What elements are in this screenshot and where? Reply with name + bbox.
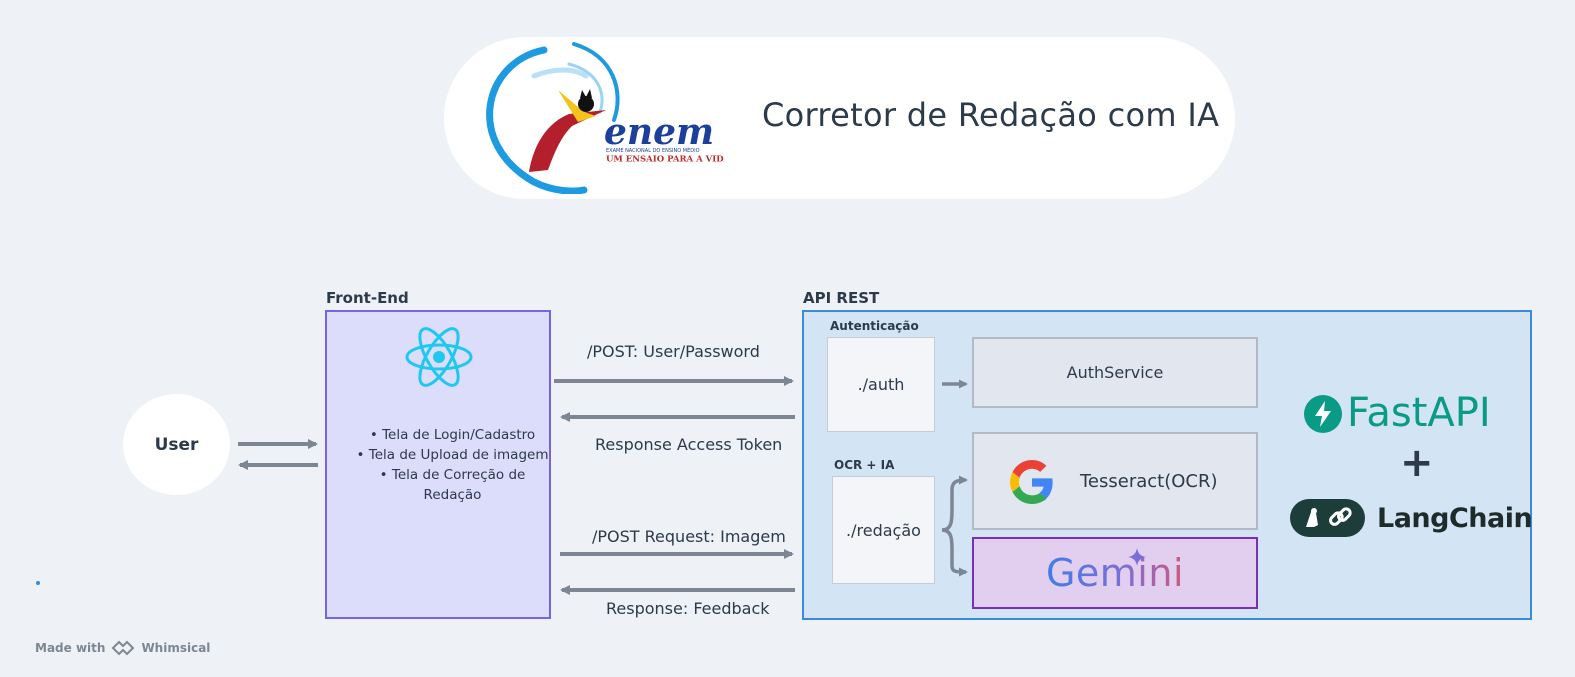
ocr-section-label: OCR + IA — [834, 458, 895, 472]
auth-endpoint-node: ./auth — [827, 337, 935, 432]
edge-label-token: Response Access Token — [595, 435, 783, 454]
tesseract-service-node: Tesseract(OCR) — [972, 432, 1258, 530]
logo-tagline: UM ENSAIO PARA A VIDA — [606, 155, 724, 165]
logo-wordmark: enem — [604, 111, 714, 153]
react-icon — [405, 327, 473, 387]
langchain-icon — [1290, 499, 1365, 537]
frontend-group-label: Front-End — [326, 289, 409, 307]
auth-service-node: AuthService — [972, 337, 1258, 408]
list-item: Tela de Upload de imagem — [345, 445, 560, 465]
gemini-label: Gemini — [1045, 551, 1185, 595]
list-item: Tela de Login/Cadastro — [345, 425, 560, 445]
edge-label-feedback: Response: Feedback — [606, 599, 770, 618]
gemini-sparkle-icon — [1128, 548, 1146, 566]
api-group-label: API REST — [803, 289, 880, 307]
page-title: Corretor de Redação com IA — [762, 96, 1220, 134]
user-node: User — [123, 394, 230, 495]
dot-marker — [36, 581, 40, 585]
frontend-screens-list: Tela de Login/Cadastro Tela de Upload de… — [345, 425, 560, 505]
logo-subtitle: EXAME NACIONAL DO ENSINO MÉDIO — [606, 146, 700, 154]
google-icon — [1010, 460, 1053, 504]
langchain-label: LangChain — [1377, 503, 1533, 534]
fastapi-label: FastAPI — [1347, 390, 1491, 436]
whimsical-logo-icon — [112, 640, 135, 656]
auth-section-label: Autenticação — [830, 319, 919, 333]
gemini-service-node: Gemini — [972, 537, 1258, 609]
tesseract-label: Tesseract(OCR) — [1080, 470, 1218, 492]
whimsical-watermark[interactable]: Made with Whimsical — [35, 640, 210, 656]
api-internal-connectors — [941, 379, 968, 577]
enem-logo: enem EXAME NACIONAL DO ENSINO MÉDIO UM E… — [486, 42, 724, 194]
watermark-brand: Whimsical — [141, 641, 211, 655]
watermark-made-with: Made with — [35, 641, 106, 655]
plus-sign: + — [1400, 440, 1434, 486]
edge-label-image: /POST Request: Imagem — [592, 527, 786, 546]
edge-label-login: /POST: User/Password — [587, 342, 760, 361]
fastapi-icon — [1304, 395, 1342, 433]
list-item: Tela de Correção de Redação — [345, 465, 560, 505]
ocr-endpoint-node: ./redação — [832, 476, 935, 584]
